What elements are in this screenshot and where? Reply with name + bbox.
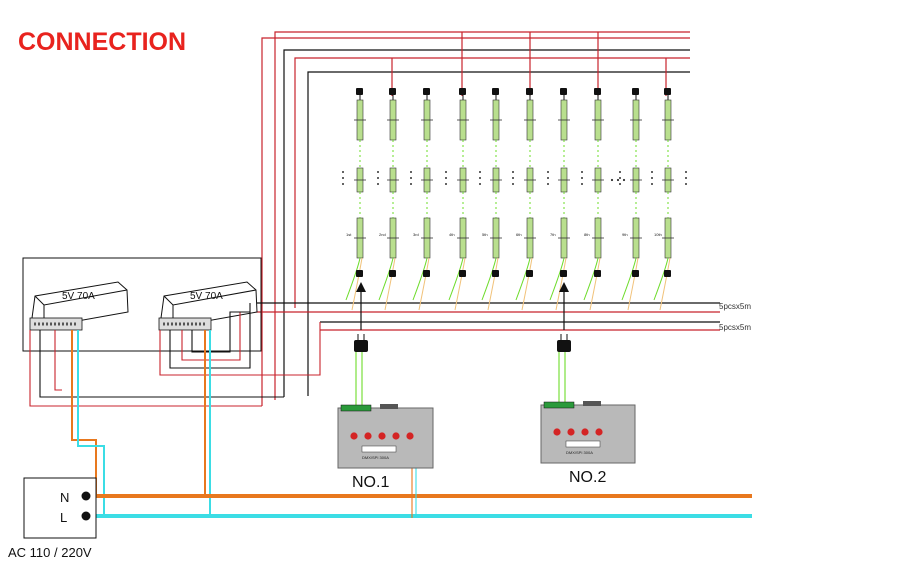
controller-1: DMX/SPI 300A <box>337 404 434 469</box>
controller-2: DMX/SPI 300A <box>540 401 636 464</box>
led-strip-column: 1st <box>345 88 366 311</box>
led-strip-column: 8th <box>583 88 604 311</box>
connector-icon <box>354 334 368 352</box>
terminal-l-dot <box>81 511 91 521</box>
connector-icon <box>389 88 396 95</box>
power-supply-enclosure <box>22 257 262 352</box>
strip-label-lower: 5pcsx5m <box>719 323 751 332</box>
connector-icon <box>389 270 396 277</box>
connector-icon <box>664 270 671 277</box>
ellipsis-dots <box>651 171 653 185</box>
connector-icon <box>594 88 601 95</box>
connector-icon <box>356 270 363 277</box>
controller-2-model: DMX/SPI 300A <box>566 450 593 455</box>
ellipsis-dots <box>479 171 481 185</box>
arrow-up-icon <box>559 282 569 330</box>
connector-icon <box>526 88 533 95</box>
strip-number-label: 1st <box>346 232 352 237</box>
led-strip-column: 3rd <box>412 88 433 311</box>
led-strip-column: 10th <box>653 88 674 311</box>
connector-icon <box>632 88 639 95</box>
terminal-n-dot <box>81 491 91 501</box>
controller-2-label: NO.2 <box>569 469 606 486</box>
connector-icon <box>560 88 567 95</box>
connector-icon <box>459 88 466 95</box>
ellipsis-dots <box>619 171 621 185</box>
strip-number-label: 5th <box>482 232 488 237</box>
strip-label-upper: 5pcsx5m <box>719 302 751 311</box>
connector-icon <box>557 334 571 352</box>
connector-icon <box>423 88 430 95</box>
led-strip-column: 6th <box>515 88 536 311</box>
led-strip-array: 1st 2nd 3rd 4th 5th 6th 7th 8th 9th 10th <box>342 88 687 311</box>
diagram-title: CONNECTION <box>18 28 186 56</box>
ellipsis-dots <box>410 171 412 185</box>
controller-1-model: DMX/SPI 300A <box>362 455 389 460</box>
strip-number-label: 4th <box>449 232 455 237</box>
strip-number-label: 6th <box>516 232 522 237</box>
led-strip-column: 5th <box>481 88 502 311</box>
strip-number-label: 3rd <box>413 232 419 237</box>
ellipsis-dots <box>377 171 379 185</box>
ellipsis-dots <box>512 171 514 185</box>
connector-icon <box>560 270 567 277</box>
ac-voltage-label: AC 110 / 220V <box>8 545 92 560</box>
strip-number-label: 7th <box>550 232 556 237</box>
strip-number-label: 8th <box>584 232 590 237</box>
connector-icon <box>492 270 499 277</box>
ac-terminal-box: N L <box>23 477 97 539</box>
connector-icon <box>526 270 533 277</box>
connector-icon <box>664 88 671 95</box>
terminal-l-label: L <box>60 510 67 525</box>
power-supply-1: 5V 70A <box>29 281 129 331</box>
connector-icon <box>356 88 363 95</box>
led-strip-column: 7th <box>549 88 570 311</box>
ellipsis-dots <box>685 171 687 185</box>
connector-icon <box>423 270 430 277</box>
connector-icon <box>594 270 601 277</box>
ellipsis-dots <box>581 171 583 185</box>
power-supply-2-label: 5V 70A <box>190 291 223 302</box>
terminal-n-label: N <box>60 490 69 505</box>
ellipsis-dots <box>445 171 447 185</box>
horizontal-ellipsis <box>610 178 626 182</box>
strip-number-label: 10th <box>654 232 662 237</box>
ellipsis-dots <box>547 171 549 185</box>
power-output-wiring <box>29 303 321 407</box>
ellipsis-dots <box>342 171 344 185</box>
power-supply-2: 5V 70A <box>158 281 258 331</box>
led-strip-column: 9th <box>621 88 642 311</box>
arrow-up-icon <box>356 282 366 330</box>
led-strip-column: 4th <box>448 88 469 311</box>
connector-icon <box>492 88 499 95</box>
connector-icon <box>459 270 466 277</box>
connector-icon <box>632 270 639 277</box>
ac-feed-wires <box>71 330 211 516</box>
strip-number-label: 9th <box>622 232 628 237</box>
power-supply-1-label: 5V 70A <box>62 291 95 302</box>
strip-number-label: 2nd <box>379 232 386 237</box>
led-strip-column: 2nd <box>378 88 399 311</box>
controller-1-label: NO.1 <box>352 474 389 491</box>
